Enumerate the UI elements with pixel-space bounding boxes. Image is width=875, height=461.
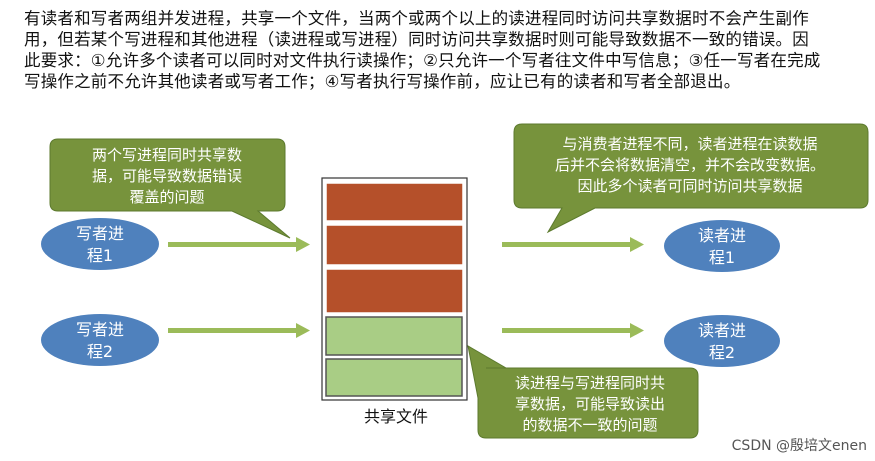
arrow-writer2-to-file bbox=[168, 323, 310, 338]
watermark: CSDN @殷培文enen bbox=[731, 438, 867, 454]
svg-text:后并不会将数据清空，并不会改变数据。: 后并不会将数据清空，并不会改变数据。 bbox=[555, 156, 825, 174]
callout-reader-writer: 读进程与写进程同时共 享数据，可能导致读出 的数据不一致的问题 bbox=[467, 345, 699, 439]
shared-file-stack bbox=[321, 177, 468, 401]
svg-text:读者进: 读者进 bbox=[698, 321, 746, 340]
writer-process-2: 写者进 程2 bbox=[41, 314, 159, 366]
svg-text:据，可能导致数据错误: 据，可能导致数据错误 bbox=[92, 167, 242, 185]
arrow-writer1-to-file bbox=[168, 237, 310, 252]
svg-text:的数据不一致的问题: 的数据不一致的问题 bbox=[522, 416, 657, 434]
svg-text:享数据，可能导致读出: 享数据，可能导致读出 bbox=[515, 395, 665, 413]
file-block-empty-1 bbox=[325, 316, 463, 356]
svg-text:写者进: 写者进 bbox=[76, 224, 124, 243]
intro-paragraph: 有读者和写者两组并发进程，共享一个文件，当两个或两个以上的读进程同时访问共享数据… bbox=[24, 9, 821, 91]
file-block-written-3 bbox=[325, 268, 464, 314]
svg-text:程2: 程2 bbox=[87, 342, 113, 361]
file-block-empty-2 bbox=[325, 358, 463, 397]
shared-file-label: 共享文件 bbox=[364, 407, 428, 426]
file-block-written-2 bbox=[325, 224, 464, 266]
svg-text:程1: 程1 bbox=[709, 248, 735, 267]
file-block-written-1 bbox=[325, 182, 464, 222]
arrow-file-to-reader2 bbox=[502, 323, 644, 338]
svg-text:程2: 程2 bbox=[709, 343, 735, 362]
writer-process-1: 写者进 程1 bbox=[41, 218, 159, 270]
svg-text:读进程与写进程同时共: 读进程与写进程同时共 bbox=[515, 374, 665, 392]
svg-text:程1: 程1 bbox=[87, 246, 113, 265]
callout-reader-reader: 与消费者进程不同，读者进程在读数据 后并不会将数据清空，并不会改变数据。 因此多… bbox=[513, 123, 869, 234]
reader-process-1: 读者进 程1 bbox=[664, 220, 780, 272]
svg-text:写者进: 写者进 bbox=[76, 320, 124, 339]
svg-text:两个写进程同时共享数: 两个写进程同时共享数 bbox=[92, 146, 242, 164]
svg-text:覆盖的问题: 覆盖的问题 bbox=[129, 188, 204, 206]
callout-writer-writer: 两个写进程同时共享数 据，可能导致数据错误 覆盖的问题 bbox=[49, 138, 291, 239]
arrow-file-to-reader1 bbox=[502, 237, 644, 252]
reader-process-2: 读者进 程2 bbox=[664, 315, 780, 367]
svg-text:与消费者进程不同，读者进程在读数据: 与消费者进程不同，读者进程在读数据 bbox=[562, 135, 817, 153]
shared-file-frame bbox=[321, 177, 468, 401]
svg-text:因此多个读者可同时访问共享数据: 因此多个读者可同时访问共享数据 bbox=[577, 177, 802, 195]
svg-text:读者进: 读者进 bbox=[698, 226, 746, 245]
